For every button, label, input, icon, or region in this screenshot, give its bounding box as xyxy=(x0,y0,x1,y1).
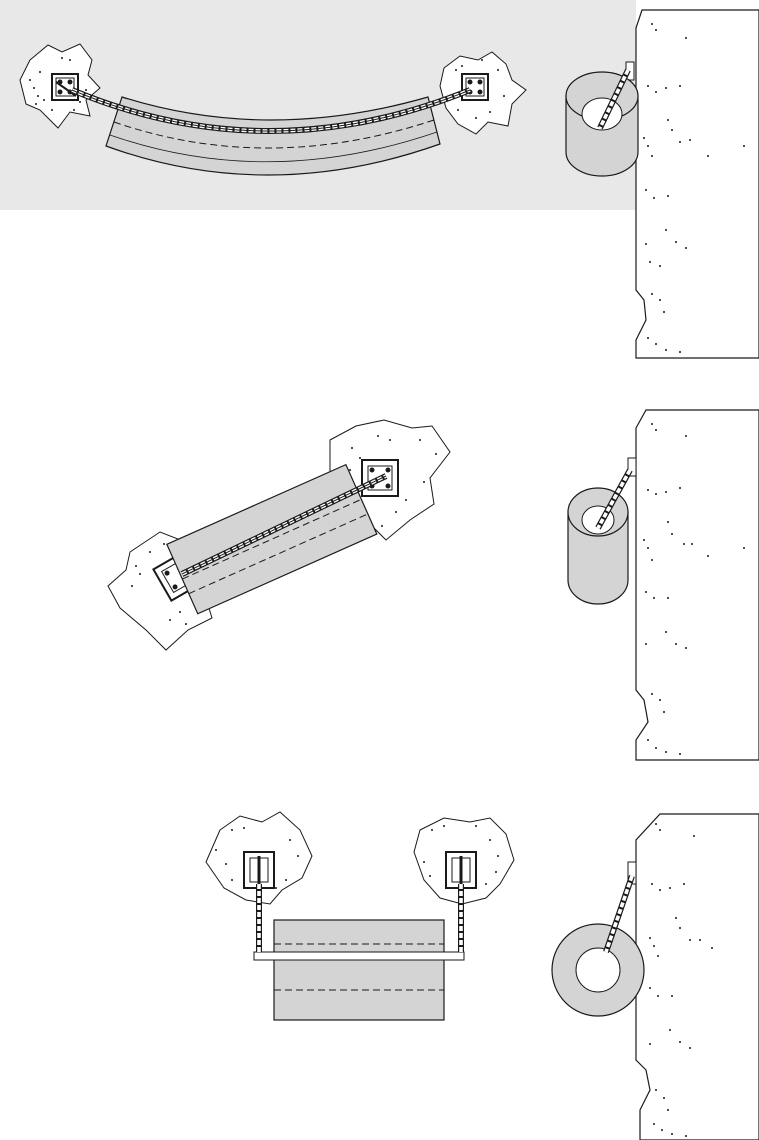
cylindrical-fender-icon xyxy=(551,923,645,1017)
quay-wall-section-icon xyxy=(625,9,759,359)
scene-1-highlight-band xyxy=(0,0,636,210)
chain-link-icon xyxy=(596,469,632,529)
scene-1 xyxy=(19,9,759,359)
cylindrical-fender-icon xyxy=(166,463,378,615)
chain-link-icon xyxy=(598,69,630,129)
cylindrical-fender-icon xyxy=(567,487,629,605)
quay-wall-section-icon xyxy=(627,813,759,1140)
cylindrical-fender-icon xyxy=(253,919,465,1021)
scene-2 xyxy=(107,409,759,761)
bolted-anchor-plate-icon xyxy=(243,851,275,889)
quay-wall-section-icon xyxy=(627,409,759,761)
bolted-anchor-plate-icon xyxy=(51,73,79,101)
scene-3 xyxy=(205,811,759,1140)
bolted-anchor-plate-icon xyxy=(461,73,489,101)
chain-link-icon xyxy=(181,475,387,575)
chain-link-icon xyxy=(71,89,471,132)
bolted-anchor-plate-icon xyxy=(445,851,477,889)
cylindrical-fender-icon xyxy=(565,71,639,177)
cylindrical-fender-icon xyxy=(105,96,441,176)
chain-link-icon xyxy=(604,875,634,953)
